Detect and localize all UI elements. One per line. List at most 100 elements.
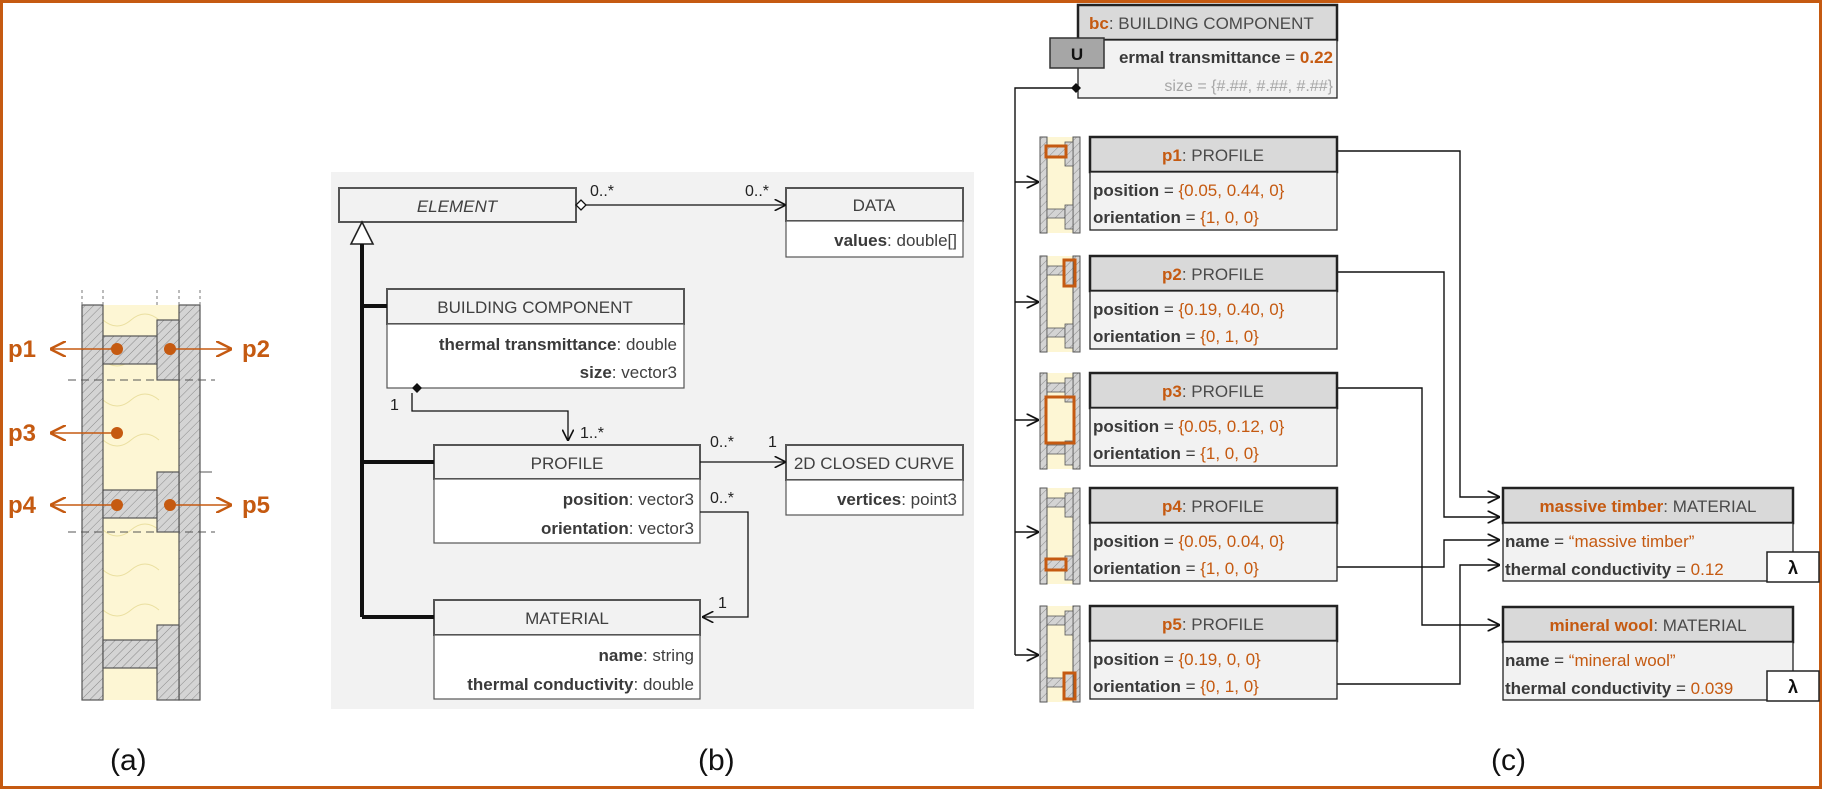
material-class-name: MATERIAL	[525, 609, 609, 628]
mult-profile-curve-right: 1	[768, 434, 777, 451]
profile-instance-p4: p4: PROFILE position = {0.05, 0.04, 0} ori…	[1039, 486, 1339, 585]
profile-highlight	[1044, 395, 1076, 445]
curve-class-header	[785, 444, 964, 481]
u-badge	[1049, 37, 1105, 69]
profile-thumbnail	[1039, 136, 1081, 234]
lambda-badge-label: λ	[1788, 558, 1798, 578]
profile-instance-body	[1089, 407, 1338, 467]
material-instance-wool: mineral wool: MATERIAL name = “mineral wo…	[1501, 605, 1820, 702]
material-attr-name: name: string	[599, 646, 694, 665]
generalization-edges	[349, 220, 434, 619]
profile-instance-header	[1088, 254, 1339, 293]
profile-attr-position: position: vector3	[563, 490, 694, 509]
label-p4: p4	[8, 492, 37, 519]
material-instance-body	[1502, 522, 1794, 582]
panel-b: ELEMENT DATA values: double[] BUILDING C…	[331, 172, 974, 777]
curve-attr: vertices: point3	[837, 490, 957, 509]
data-class-name: DATA	[853, 196, 896, 215]
profile-pointers	[50, 343, 232, 511]
mult-profile-curve-left: 0..*	[710, 434, 734, 451]
bc-instance-title: bc: BUILDING COMPONENT	[1089, 14, 1314, 33]
element-class-box	[338, 187, 577, 223]
material-class-body	[433, 634, 701, 700]
profile-position: position = {0.19, 0.40, 0}	[1093, 300, 1285, 319]
caption-b: (b)	[698, 744, 735, 777]
profile-position: position = {0.05, 0.12, 0}	[1093, 417, 1285, 436]
profile-instance-title: p5: PROFILE	[1162, 615, 1264, 634]
profile-attr-orientation: orientation: vector3	[541, 519, 694, 538]
profile-highlight	[1044, 144, 1068, 159]
material-attr-tc: thermal conductivity: double	[467, 675, 694, 694]
profile-thumbnail	[1039, 372, 1081, 470]
data-attr: values: double[]	[834, 231, 957, 250]
profile-thumbnail	[1039, 487, 1081, 585]
element-class-name: ELEMENT	[417, 197, 499, 216]
wall-section-drawing	[68, 290, 215, 701]
material-instances: massive timber: MATERIAL name = “massive …	[1501, 486, 1820, 702]
material-instance-title: mineral wool: MATERIAL	[1549, 616, 1746, 635]
bc-instance-tt: ermal transmittance = 0.22	[1119, 48, 1333, 67]
profile-orientation: orientation = {1, 0, 0}	[1093, 559, 1259, 578]
profile-class-header	[433, 444, 701, 480]
u-badge-label: U	[1071, 45, 1083, 64]
profile-instance-title: p2: PROFILE	[1162, 265, 1264, 284]
material-name: name = “mineral wool”	[1505, 651, 1676, 670]
profile-thumbnail	[1039, 255, 1081, 353]
material-name: name = “massive timber”	[1505, 532, 1695, 551]
profile-material-association	[700, 511, 749, 617]
mult-element-data-left: 0..*	[590, 183, 614, 200]
mult-element-data-right: 0..*	[745, 183, 769, 200]
profile-position: position = {0.05, 0.04, 0}	[1093, 532, 1285, 551]
element-data-association	[575, 199, 786, 211]
profile-instance-title: p1: PROFILE	[1162, 146, 1264, 165]
bc-attr-size: size: vector3	[580, 363, 677, 382]
bc-class-name: BUILDING COMPONENT	[437, 298, 633, 317]
profile-instance-p1: p1: PROFILE position = {0.05, 0.44, 0} ori…	[1039, 135, 1339, 234]
material-instance-timber: massive timber: MATERIAL name = “massive …	[1501, 486, 1820, 583]
lambda-badge-label: λ	[1788, 677, 1798, 697]
panel-c: bc: BUILDING COMPONENT ermal transmittan…	[1014, 3, 1820, 777]
profile-instance-body	[1089, 640, 1338, 700]
profile-instance-body	[1089, 171, 1338, 231]
material-instance-header	[1501, 486, 1795, 525]
label-p1: p1	[8, 336, 36, 363]
mult-profile-material-left: 0..*	[710, 490, 734, 507]
profile-orientation: orientation = {0, 1, 0}	[1093, 677, 1259, 696]
bc-instance-body	[1077, 39, 1338, 99]
label-p2: p2	[242, 336, 270, 363]
curve-class-body	[785, 479, 964, 516]
profile-instance-title: p3: PROFILE	[1162, 382, 1264, 401]
label-p3: p3	[8, 420, 36, 447]
lambda-badge	[1766, 551, 1820, 583]
profile-instance-title: p4: PROFILE	[1162, 497, 1264, 516]
profile-orientation: orientation = {0, 1, 0}	[1093, 327, 1259, 346]
caption-c: (c)	[1491, 744, 1526, 777]
profile-position: position = {0.05, 0.44, 0}	[1093, 181, 1285, 200]
bc-instance-size: size = {#.##, #.##, #.##}	[1164, 78, 1333, 95]
material-instance-title: massive timber: MATERIAL	[1540, 497, 1757, 516]
material-instance-header	[1501, 605, 1795, 644]
panel-a: p1 p2 p3 p4 p5 (a)	[8, 290, 270, 777]
material-thermal-conductivity: thermal conductivity = 0.12	[1505, 560, 1724, 579]
bc-class-body	[386, 323, 685, 389]
profile-instance-body	[1089, 290, 1338, 350]
profile-position: position = {0.19, 0, 0}	[1093, 650, 1261, 669]
material-thermal-conductivity: thermal conductivity = 0.039	[1505, 679, 1733, 698]
data-class-body	[785, 220, 964, 258]
profile-instance-p3: p3: PROFILE position = {0.05, 0.12, 0} ori…	[1039, 371, 1339, 470]
profile-instance-body	[1089, 522, 1338, 582]
profile-orientation: orientation = {1, 0, 0}	[1093, 444, 1259, 463]
profile-orientation: orientation = {1, 0, 0}	[1093, 208, 1259, 227]
profile-instance-p2: p2: PROFILE position = {0.19, 0.40, 0} ori…	[1039, 254, 1339, 353]
bc-attr-tt: thermal transmittance: double	[439, 335, 677, 354]
profile-instances: p1: PROFILE position = {0.05, 0.44, 0} ori…	[1039, 135, 1339, 703]
instance-connectors	[1014, 87, 1500, 685]
caption-a: (a)	[110, 744, 147, 777]
mult-bc-one: 1	[390, 397, 399, 414]
bc-profile-composition	[411, 383, 568, 441]
mult-profile-material-right: 1	[718, 595, 727, 612]
lambda-badge	[1766, 670, 1820, 702]
curve-class-name: 2D CLOSED CURVE	[794, 454, 954, 473]
